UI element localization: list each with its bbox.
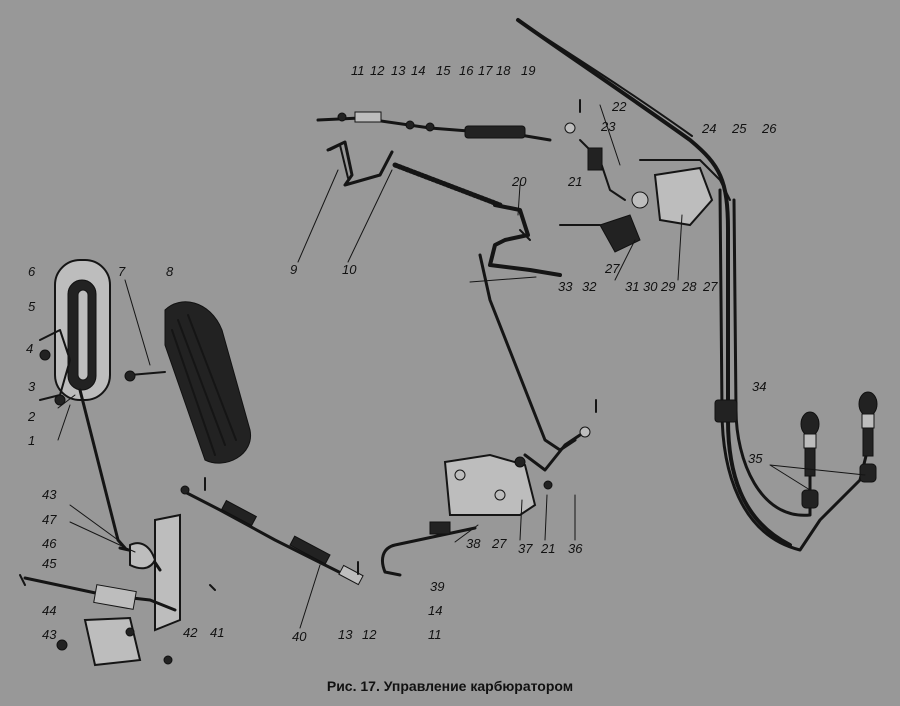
- callout-label-43-left: 43: [42, 487, 57, 502]
- callout-label-31: 31: [625, 279, 640, 294]
- callout-label-37: 37: [518, 541, 533, 556]
- callout-label-14-bottom: 14: [428, 603, 443, 618]
- callout-label-27-bottom: 27: [492, 536, 507, 551]
- callout-label-8: 8: [166, 264, 174, 279]
- callout-label-43-bottom: 43: [42, 627, 57, 642]
- callout-label-35: 35: [748, 451, 763, 466]
- carburetor-linkage: [559, 139, 731, 253]
- callout-label-38: 38: [466, 536, 481, 551]
- diagonal-rod: [180, 485, 364, 586]
- cable-sheath: [516, 18, 872, 552]
- long-rod: [478, 253, 591, 452]
- choke-knob-right: [858, 391, 878, 483]
- callout-label-46: 46: [42, 536, 57, 551]
- callout-label-13-bottom: 13: [338, 627, 353, 642]
- callout-label-5: 5: [28, 299, 36, 314]
- callout-label-27-top-b: 27: [703, 279, 718, 294]
- callout-label-44: 44: [42, 603, 57, 618]
- callout-label-26: 26: [762, 121, 777, 136]
- callout-label-22: 22: [612, 99, 627, 114]
- callout-label-32: 32: [582, 279, 597, 294]
- callout-label-16: 16: [459, 63, 474, 78]
- callout-label-14: 14: [411, 63, 426, 78]
- callout-label-11-bottom: 11: [428, 627, 442, 642]
- callout-label-19: 19: [521, 63, 536, 78]
- callout-label-27-top-a: 27: [605, 261, 620, 276]
- callout-label-39: 39: [430, 579, 445, 594]
- callout-label-21-top: 21: [568, 174, 583, 189]
- callout-label-42: 42: [183, 625, 198, 640]
- callout-label-15: 15: [436, 63, 451, 78]
- callout-label-17: 17: [478, 63, 493, 78]
- callout-label-6: 6: [28, 264, 36, 279]
- callout-label-12-bottom: 12: [362, 627, 377, 642]
- small-screws: [19, 99, 597, 591]
- callout-label-29: 29: [661, 279, 676, 294]
- hook-rod: [381, 521, 477, 577]
- callout-label-45: 45: [42, 556, 57, 571]
- callout-label-33: 33: [558, 279, 573, 294]
- callout-label-3: 3: [28, 379, 36, 394]
- callout-label-30: 30: [643, 279, 658, 294]
- bell-crank-lever: [488, 203, 562, 277]
- callout-label-47: 47: [42, 512, 57, 527]
- callout-label-23: 23: [601, 119, 616, 134]
- callout-label-12: 12: [370, 63, 385, 78]
- figure-caption: Рис. 17. Управление карбюратором: [326, 678, 574, 694]
- top-rod-assembly: [316, 111, 576, 142]
- accelerator-pedal: [54, 259, 251, 464]
- callout-label-9: 9: [290, 262, 298, 277]
- callout-label-21-bottom: 21: [541, 541, 556, 556]
- callout-label-24: 24: [702, 121, 717, 136]
- callout-label-11: 11: [351, 63, 365, 78]
- callout-label-36: 36: [568, 541, 583, 556]
- callout-label-2: 2: [28, 409, 36, 424]
- callout-label-10: 10: [342, 262, 357, 277]
- choke-knob-left: [800, 411, 820, 509]
- callout-label-7: 7: [118, 264, 126, 279]
- callout-label-1: 1: [28, 433, 36, 448]
- callout-label-18: 18: [496, 63, 511, 78]
- callout-label-28: 28: [682, 279, 697, 294]
- callout-label-25: 25: [732, 121, 747, 136]
- callout-label-13: 13: [391, 63, 406, 78]
- callout-label-34: 34: [752, 379, 767, 394]
- bottom-shaft-and-base: [23, 576, 177, 667]
- leader-lines: [57, 104, 866, 629]
- intermediate-bracket: [443, 433, 582, 516]
- callout-label-20: 20: [512, 174, 527, 189]
- bracket-and-spring: [326, 140, 503, 208]
- callout-label-40: 40: [292, 629, 307, 644]
- callout-label-4: 4: [26, 341, 34, 356]
- callout-label-41: 41: [210, 625, 225, 640]
